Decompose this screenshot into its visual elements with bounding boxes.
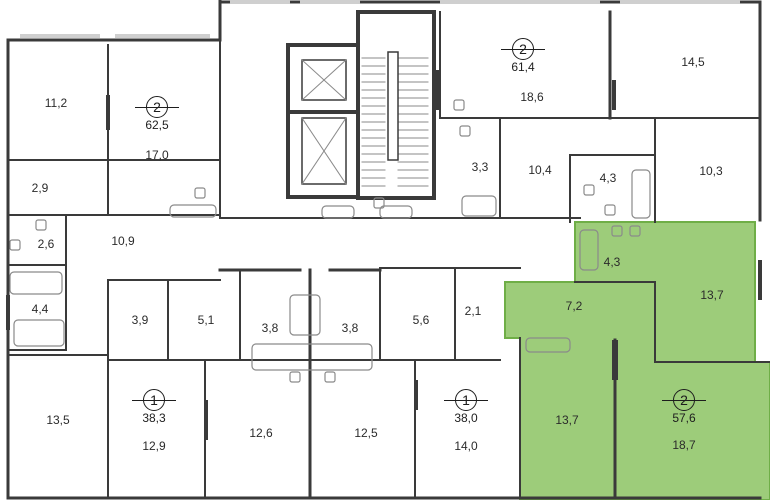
apartment-badge-top-right[interactable]: 2 61,4 xyxy=(501,38,545,74)
room-area-label: 7,2 xyxy=(565,299,583,313)
room-area-label: 18,7 xyxy=(672,438,696,452)
window-strip xyxy=(20,34,100,38)
bathtub xyxy=(13,319,65,347)
elevator-cabin xyxy=(301,59,347,101)
elevator-cabin xyxy=(301,117,347,185)
wall-pier xyxy=(758,260,762,300)
stair-rail xyxy=(387,51,399,161)
room-area-label: 12,9 xyxy=(142,439,166,453)
bathtub xyxy=(9,271,63,295)
apartment-badge-top-left[interactable]: 2 62,5 xyxy=(135,96,179,132)
room-area-label: 5,1 xyxy=(197,313,215,327)
highlighted-apartment-area xyxy=(504,221,770,500)
wall-pier xyxy=(204,400,208,440)
sink xyxy=(583,184,595,196)
room-area-label: 14,5 xyxy=(681,55,705,69)
sink xyxy=(604,204,616,216)
wall-pier xyxy=(414,380,418,410)
elevator-cross xyxy=(301,59,347,101)
sink xyxy=(629,225,641,237)
apartment-area: 57,6 xyxy=(672,411,696,425)
highlighted-apartment-fill xyxy=(504,221,770,500)
sink xyxy=(324,371,336,383)
sink xyxy=(459,125,471,137)
wall-pier xyxy=(436,70,440,110)
room-area-label: 17,0 xyxy=(145,148,169,162)
wall-pier xyxy=(612,80,616,110)
room-area-label: 5,6 xyxy=(412,313,430,327)
apartment-rooms: 2 xyxy=(146,96,168,118)
bathtub xyxy=(379,205,413,219)
room-area-label: 12,5 xyxy=(354,426,378,440)
window-strip xyxy=(115,34,210,38)
sink xyxy=(194,187,206,199)
room-area-label: 13,5 xyxy=(46,413,70,427)
room-area-label: 13,7 xyxy=(555,413,579,427)
window-strip xyxy=(230,0,290,4)
bathtub xyxy=(579,229,599,271)
room-area-label: 14,0 xyxy=(454,439,478,453)
wall-pier xyxy=(106,95,110,130)
room-area-label: 2,1 xyxy=(464,304,482,318)
room-area-label: 4,4 xyxy=(31,302,49,316)
apartment-badge-highlighted[interactable]: 2 57,6 xyxy=(662,389,706,425)
apartment-area: 61,4 xyxy=(511,60,535,74)
room-area-label: 18,6 xyxy=(520,90,544,104)
wall-pier xyxy=(612,340,618,380)
room-area-label: 4,3 xyxy=(603,255,621,269)
apartment-area: 62,5 xyxy=(145,118,169,132)
room-area-label: 2,6 xyxy=(37,237,55,251)
room-area-label: 11,2 xyxy=(44,96,68,110)
walls xyxy=(6,0,770,500)
sink xyxy=(9,239,21,251)
bathtub xyxy=(251,343,373,371)
room-area-label: 10,3 xyxy=(699,164,723,178)
bathtub xyxy=(169,204,217,218)
elevator-shaft xyxy=(286,43,360,199)
window-strip xyxy=(300,0,360,4)
room-area-label: 4,3 xyxy=(599,171,617,185)
apartment-rooms: 2 xyxy=(673,389,695,411)
fixtures xyxy=(9,99,651,383)
apartment-area: 38,3 xyxy=(142,411,166,425)
shower xyxy=(289,294,321,336)
bathtub xyxy=(525,337,571,353)
wall-pier xyxy=(6,295,10,330)
apartment-rooms: 1 xyxy=(143,389,165,411)
sink xyxy=(453,99,465,111)
sink xyxy=(289,371,301,383)
room-area-label: 2,9 xyxy=(31,181,49,195)
bathtub xyxy=(461,195,497,217)
room-area-label: 10,4 xyxy=(528,163,552,177)
room-area-label: 3,8 xyxy=(261,321,279,335)
room-area-label: 3,9 xyxy=(131,313,149,327)
sink xyxy=(35,219,47,231)
sink xyxy=(611,225,623,237)
apartment-rooms: 2 xyxy=(512,38,534,60)
window-strip xyxy=(440,0,600,4)
apartment-badge-bottom-left[interactable]: 1 38,3 xyxy=(132,389,176,425)
bathtub xyxy=(631,169,651,219)
room-area-label: 12,6 xyxy=(249,426,273,440)
apartment-area: 38,0 xyxy=(454,411,478,425)
stair-well xyxy=(356,10,436,200)
bathtub xyxy=(321,205,355,219)
sink xyxy=(373,197,385,209)
apartment-rooms: 1 xyxy=(455,389,477,411)
apartment-badge-bottom-mid[interactable]: 1 38,0 xyxy=(444,389,488,425)
room-area-label: 3,3 xyxy=(471,160,489,174)
room-area-label: 10,9 xyxy=(111,234,135,248)
room-area-label: 13,7 xyxy=(700,288,724,302)
elevator-cross xyxy=(301,117,347,185)
window-strip xyxy=(620,0,740,4)
room-area-label: 3,8 xyxy=(341,321,359,335)
